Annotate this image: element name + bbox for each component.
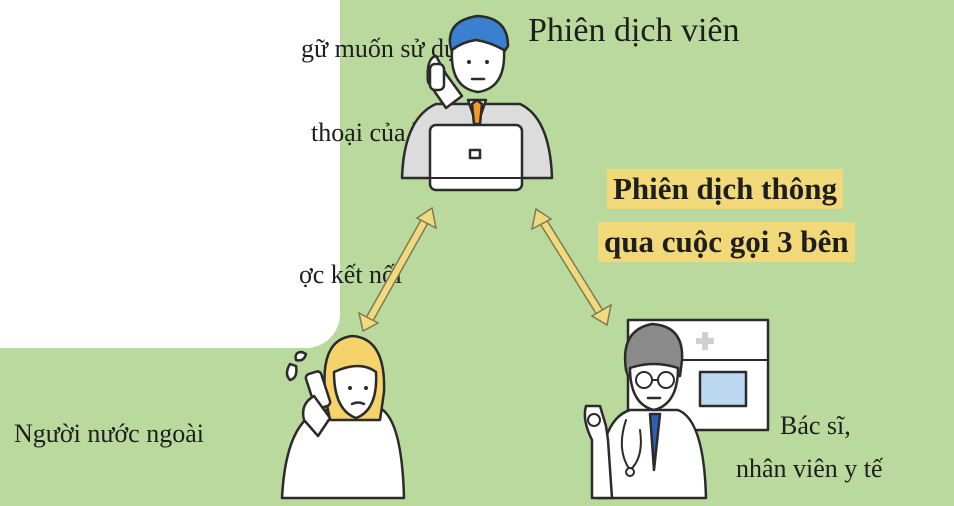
doctor-label-line-2: nhân viên y tế [736,454,883,483]
foreigner-illustration [280,334,406,500]
double-arrow-left [357,206,438,333]
doctor-illustration [583,322,708,500]
interpreter-illustration [400,14,554,192]
foreigner-label: Người nước ngoài [14,419,204,448]
title-line-1: Phiên dịch thông [607,169,843,209]
doctor-label-line-1: Bác sĩ, [780,411,851,440]
title-line-2: qua cuộc gọi 3 bên [598,222,855,262]
interpreter-label: Phiên dịch viên [528,12,740,49]
double-arrow-right [530,207,613,327]
